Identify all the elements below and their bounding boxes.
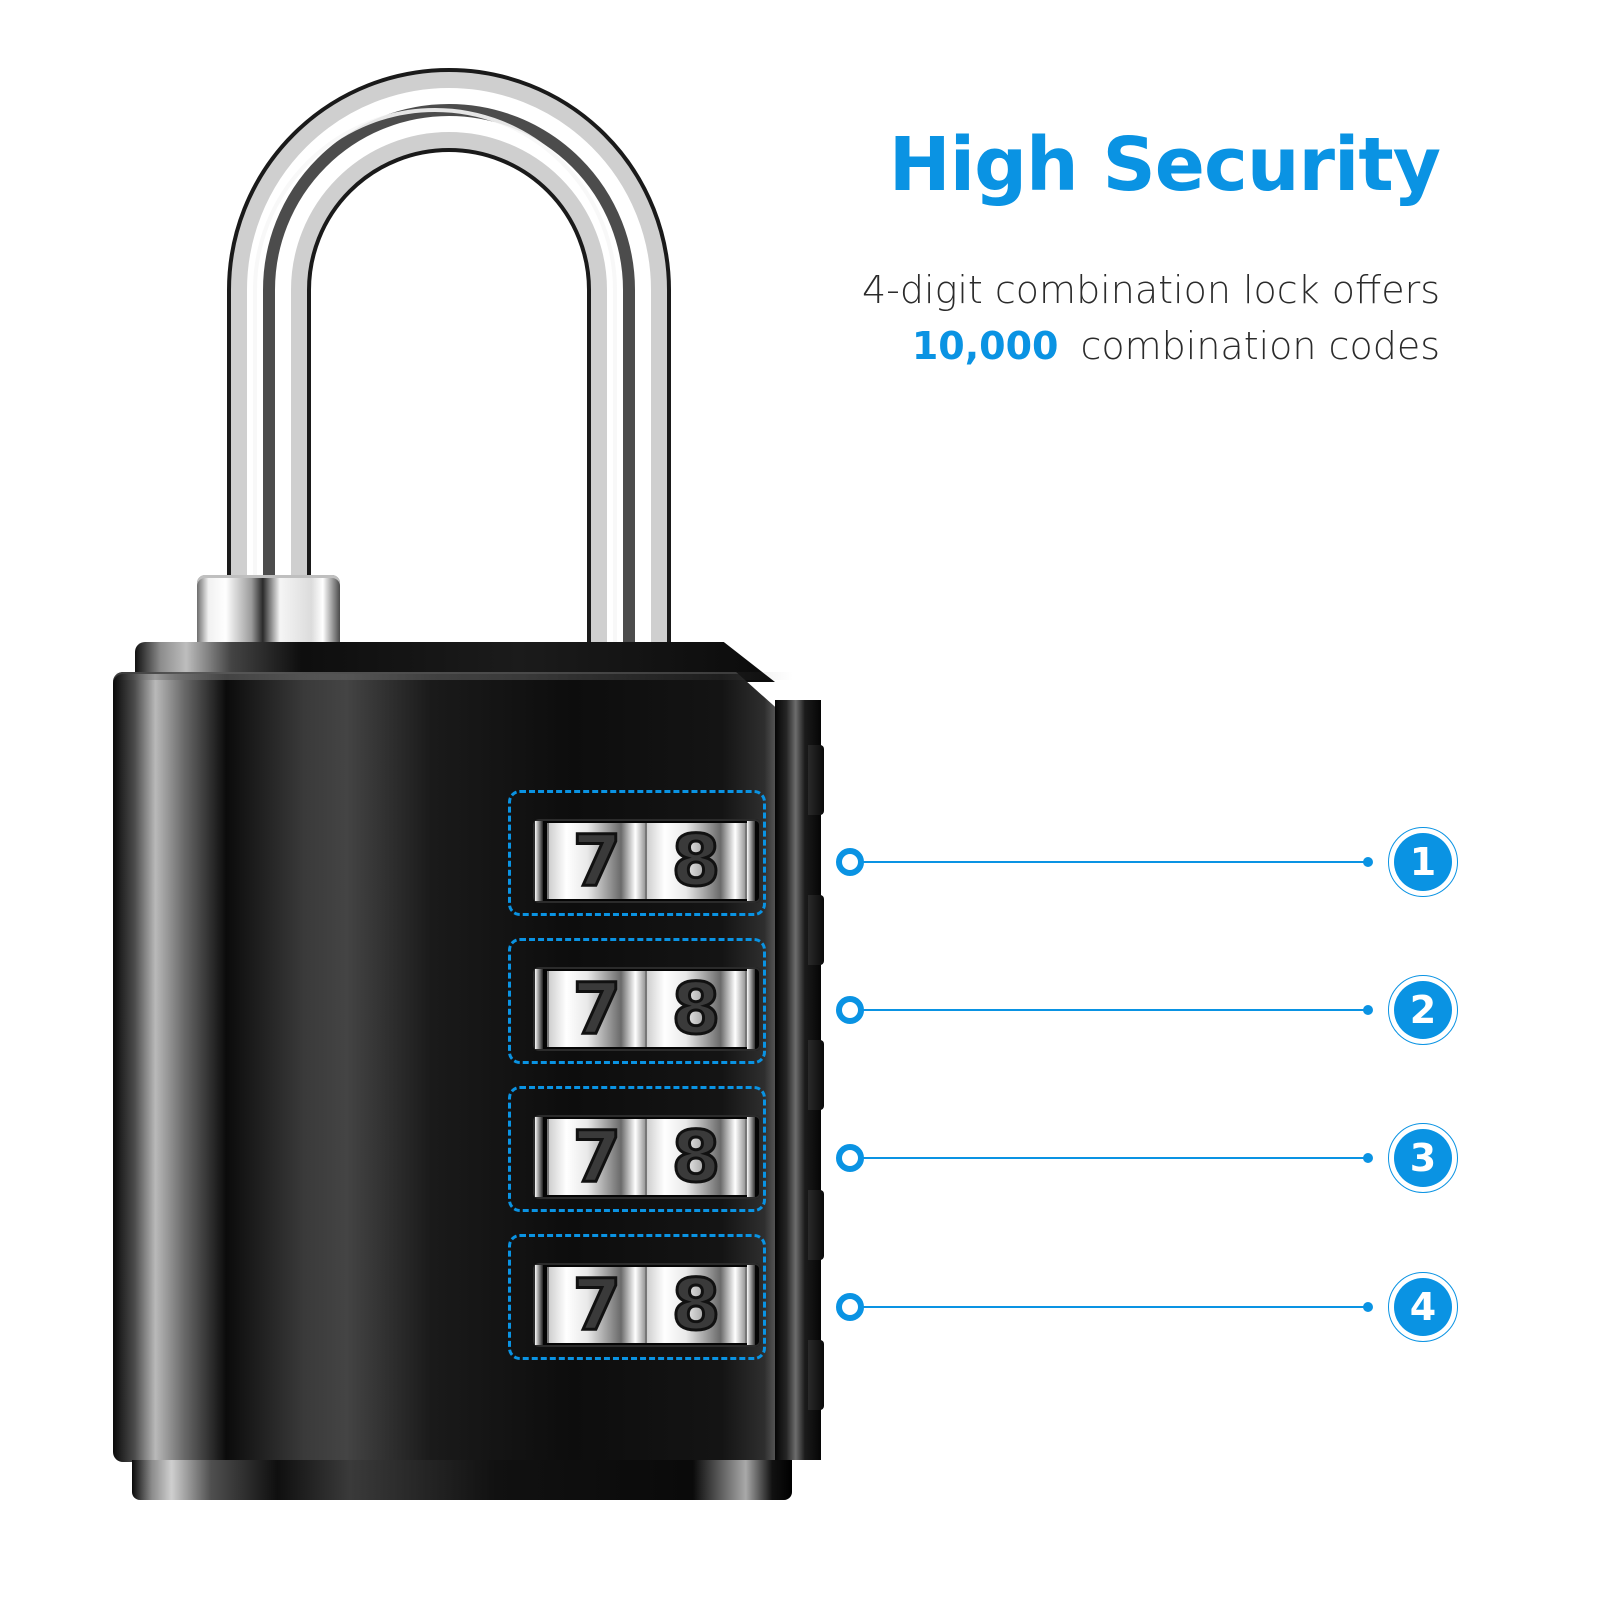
callout-line-2 [850,1009,1370,1011]
digit: 7 [571,1116,623,1198]
callout-line-1 [850,861,1370,863]
digit: 8 [670,1264,722,1346]
side-ridge [808,745,824,815]
digit: 8 [670,1116,722,1198]
digit-wheel[interactable]: 8 [645,1267,747,1343]
badge-number: 2 [1394,981,1452,1039]
digit: 7 [571,820,623,902]
dial-highlight-4 [508,1234,766,1360]
wheel-edge [535,821,543,901]
digit-wheel[interactable]: 7 [547,823,647,899]
wheel-edge [747,1117,755,1197]
callout-line-4 [850,1306,1370,1308]
shackle-collar [197,575,340,645]
digit-wheel[interactable]: 8 [645,971,747,1047]
wheel-edge [535,969,543,1049]
callout-dot-icon [1363,1302,1373,1312]
callout-ring-icon [836,1144,864,1172]
side-ridge [808,1040,824,1110]
badge-number: 3 [1394,1129,1452,1187]
dial-highlight-1 [508,790,766,916]
dial-wheel-1[interactable]: 7 8 [533,819,761,903]
side-ridge [808,1190,824,1260]
subtitle-line-2: 10,000 combination codes [862,318,1440,374]
subtitle-line-2-text: combination codes [1080,324,1440,368]
digit: 8 [670,820,722,902]
callout-line-3 [850,1157,1370,1159]
wheel-edge [747,821,755,901]
wheel-edge [747,1265,755,1345]
number-badge-4: 4 [1388,1272,1458,1342]
callout-dot-icon [1363,1005,1373,1015]
side-ridge [808,1340,824,1410]
digit-wheel[interactable]: 8 [645,823,747,899]
wheel-edge [535,1265,543,1345]
combination-count: 10,000 [911,324,1059,368]
dial-wheel-4[interactable]: 7 8 [533,1263,761,1347]
wheel-edge [747,969,755,1049]
headline-subtitle: 4-digit combination lock offers 10,000 co… [862,262,1440,374]
digit-wheel[interactable]: 8 [645,1119,747,1195]
headline-title: High Security [888,122,1441,208]
dial-highlight-3 [508,1086,766,1212]
lock-body-highlight [113,672,793,680]
number-badge-2: 2 [1388,975,1458,1045]
number-badge-1: 1 [1388,827,1458,897]
callout-ring-icon [836,848,864,876]
callout-dot-icon [1363,1153,1373,1163]
callout-ring-icon [836,1293,864,1321]
digit-wheel[interactable]: 7 [547,1119,647,1195]
lock-base [132,1460,792,1500]
callout-dot-icon [1363,857,1373,867]
side-ridge [808,895,824,965]
badge-number: 1 [1394,833,1452,891]
dial-wheel-3[interactable]: 7 8 [533,1115,761,1199]
digit-wheel[interactable]: 7 [547,971,647,1047]
number-badge-3: 3 [1388,1123,1458,1193]
subtitle-line-1: 4-digit combination lock offers [862,268,1440,312]
dial-wheel-2[interactable]: 7 8 [533,967,761,1051]
dial-highlight-2 [508,938,766,1064]
badge-number: 4 [1394,1278,1452,1336]
digit: 8 [670,968,722,1050]
wheel-edge [535,1117,543,1197]
callout-ring-icon [836,996,864,1024]
digit: 7 [571,1264,623,1346]
digit: 7 [571,968,623,1050]
digit-wheel[interactable]: 7 [547,1267,647,1343]
